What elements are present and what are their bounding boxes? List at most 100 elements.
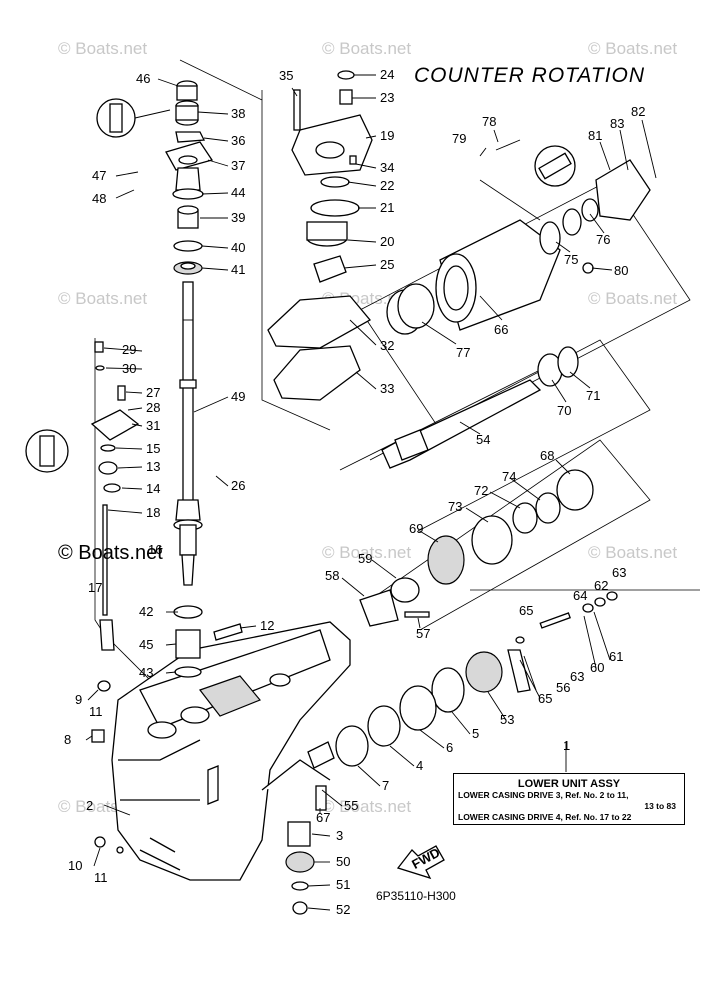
callout-label: 6 bbox=[446, 740, 453, 755]
forward-gear-group bbox=[427, 469, 594, 585]
callout-label: 22 bbox=[380, 178, 394, 193]
callout-label: 40 bbox=[231, 240, 245, 255]
callout-label: 19 bbox=[380, 128, 394, 143]
callout-label: 55 bbox=[344, 798, 358, 813]
callout-label: 50 bbox=[336, 854, 350, 869]
shift-rod-group bbox=[90, 341, 140, 651]
callout-label: 38 bbox=[231, 106, 245, 121]
callout-label: 21 bbox=[380, 200, 394, 215]
callout-label: 74 bbox=[502, 469, 516, 484]
callout-label: 12 bbox=[260, 618, 274, 633]
callout-label: 80 bbox=[614, 263, 628, 278]
propeller-shaft bbox=[381, 346, 579, 469]
callout-label: 65 bbox=[519, 603, 533, 618]
callout-labels: 46 38 36 37 47 48 44 39 40 41 35 24 23 1… bbox=[64, 67, 645, 917]
callout-label: 72 bbox=[474, 483, 488, 498]
watermark: © Boats.net bbox=[322, 39, 411, 58]
callout-label: 31 bbox=[146, 418, 160, 433]
driveshaft bbox=[173, 281, 203, 586]
watermark: © Boats.net bbox=[322, 543, 411, 562]
callout-label: 9 bbox=[75, 692, 82, 707]
callout-label: 61 bbox=[609, 649, 623, 664]
callout-label: 36 bbox=[231, 133, 245, 148]
callout-label: 67 bbox=[316, 810, 330, 825]
lower-casing bbox=[111, 621, 351, 881]
main-watermark: © Boats.net bbox=[58, 542, 163, 564]
callout-label: 11 bbox=[94, 870, 108, 885]
top-stack bbox=[165, 80, 214, 275]
callout-label: 42 bbox=[139, 604, 153, 619]
callout-label: 4 bbox=[416, 758, 423, 773]
callout-label: 39 bbox=[231, 210, 245, 225]
callout-label: 44 bbox=[231, 185, 245, 200]
callout-label: 58 bbox=[325, 568, 339, 583]
callout-label: 77 bbox=[456, 345, 470, 360]
callout-label: 27 bbox=[146, 385, 160, 400]
callout-label: 26 bbox=[231, 478, 245, 493]
o-rings bbox=[386, 283, 435, 335]
callout-label: 73 bbox=[448, 499, 462, 514]
bottom-parts bbox=[91, 680, 335, 915]
callout-label: 11 bbox=[89, 704, 103, 719]
callout-label: 15 bbox=[146, 441, 160, 456]
callout-label: 66 bbox=[494, 322, 508, 337]
legend-row: LOWER CASING DRIVE 3, Ref. No. 2 to 11, bbox=[458, 790, 629, 800]
callout-label: 24 bbox=[380, 67, 394, 82]
watermark: © Boats.net bbox=[588, 39, 677, 58]
detail-inset-left-top bbox=[96, 98, 171, 138]
callout-label: 43 bbox=[139, 665, 153, 680]
callout-label: 20 bbox=[380, 234, 394, 249]
legend-row: LOWER CASING DRIVE 4, Ref. No. 17 to 22 bbox=[458, 812, 632, 822]
callout-label: 35 bbox=[279, 68, 293, 83]
callout-label: 3 bbox=[336, 828, 343, 843]
callout-label: 69 bbox=[409, 521, 423, 536]
watermark: © Boats.net bbox=[58, 39, 147, 58]
water-pump bbox=[267, 70, 373, 401]
callout-label: 7 bbox=[382, 778, 389, 793]
callout-label: 64 bbox=[573, 588, 587, 603]
callout-label: 68 bbox=[540, 448, 554, 463]
shift-group bbox=[359, 577, 618, 693]
callout-label: 25 bbox=[380, 257, 394, 272]
callout-label: 81 bbox=[588, 128, 602, 143]
watermark: © Boats.net bbox=[58, 289, 147, 308]
assembly-ref-number: 1 bbox=[563, 738, 570, 753]
callout-label: 62 bbox=[594, 578, 608, 593]
callout-label: 59 bbox=[358, 551, 372, 566]
callout-label: 17 bbox=[88, 580, 102, 595]
callout-label: 10 bbox=[68, 858, 82, 873]
legend-row-continuation: 13 to 83 bbox=[644, 801, 676, 811]
callout-label: 14 bbox=[146, 481, 160, 496]
watermark: © Boats.net bbox=[322, 797, 411, 816]
callout-label: 46 bbox=[136, 71, 150, 86]
callout-label: 5 bbox=[472, 726, 479, 741]
callout-label: 28 bbox=[146, 400, 160, 415]
callout-label: 34 bbox=[380, 160, 394, 175]
callout-label: 32 bbox=[380, 338, 394, 353]
detail-inset-right bbox=[534, 145, 576, 187]
diagram-title: COUNTER ROTATION bbox=[414, 64, 646, 87]
callout-label: 49 bbox=[231, 389, 245, 404]
bearing-stack bbox=[173, 605, 243, 678]
assembly-legend-box: LOWER UNIT ASSY LOWER CASING DRIVE 3, Re… bbox=[453, 773, 685, 825]
callout-label: 82 bbox=[631, 104, 645, 119]
callout-label: 78 bbox=[482, 114, 496, 129]
callout-label: 30 bbox=[122, 361, 136, 376]
callout-label: 57 bbox=[416, 626, 430, 641]
callout-label: 45 bbox=[139, 637, 153, 652]
callout-label: 18 bbox=[146, 505, 160, 520]
callout-label: 33 bbox=[380, 381, 394, 396]
callout-label: 8 bbox=[64, 732, 71, 747]
callout-label: 60 bbox=[590, 660, 604, 675]
callout-label: 71 bbox=[586, 388, 600, 403]
callout-label: 56 bbox=[556, 680, 570, 695]
callout-label: 47 bbox=[92, 168, 106, 183]
callout-label: 37 bbox=[231, 158, 245, 173]
callout-label: 63 bbox=[612, 565, 626, 580]
propeller-shaft-housing bbox=[435, 139, 651, 331]
callout-label: 65 bbox=[538, 691, 552, 706]
callout-label: 51 bbox=[336, 877, 350, 892]
forward-arrow: FWD bbox=[396, 845, 445, 880]
